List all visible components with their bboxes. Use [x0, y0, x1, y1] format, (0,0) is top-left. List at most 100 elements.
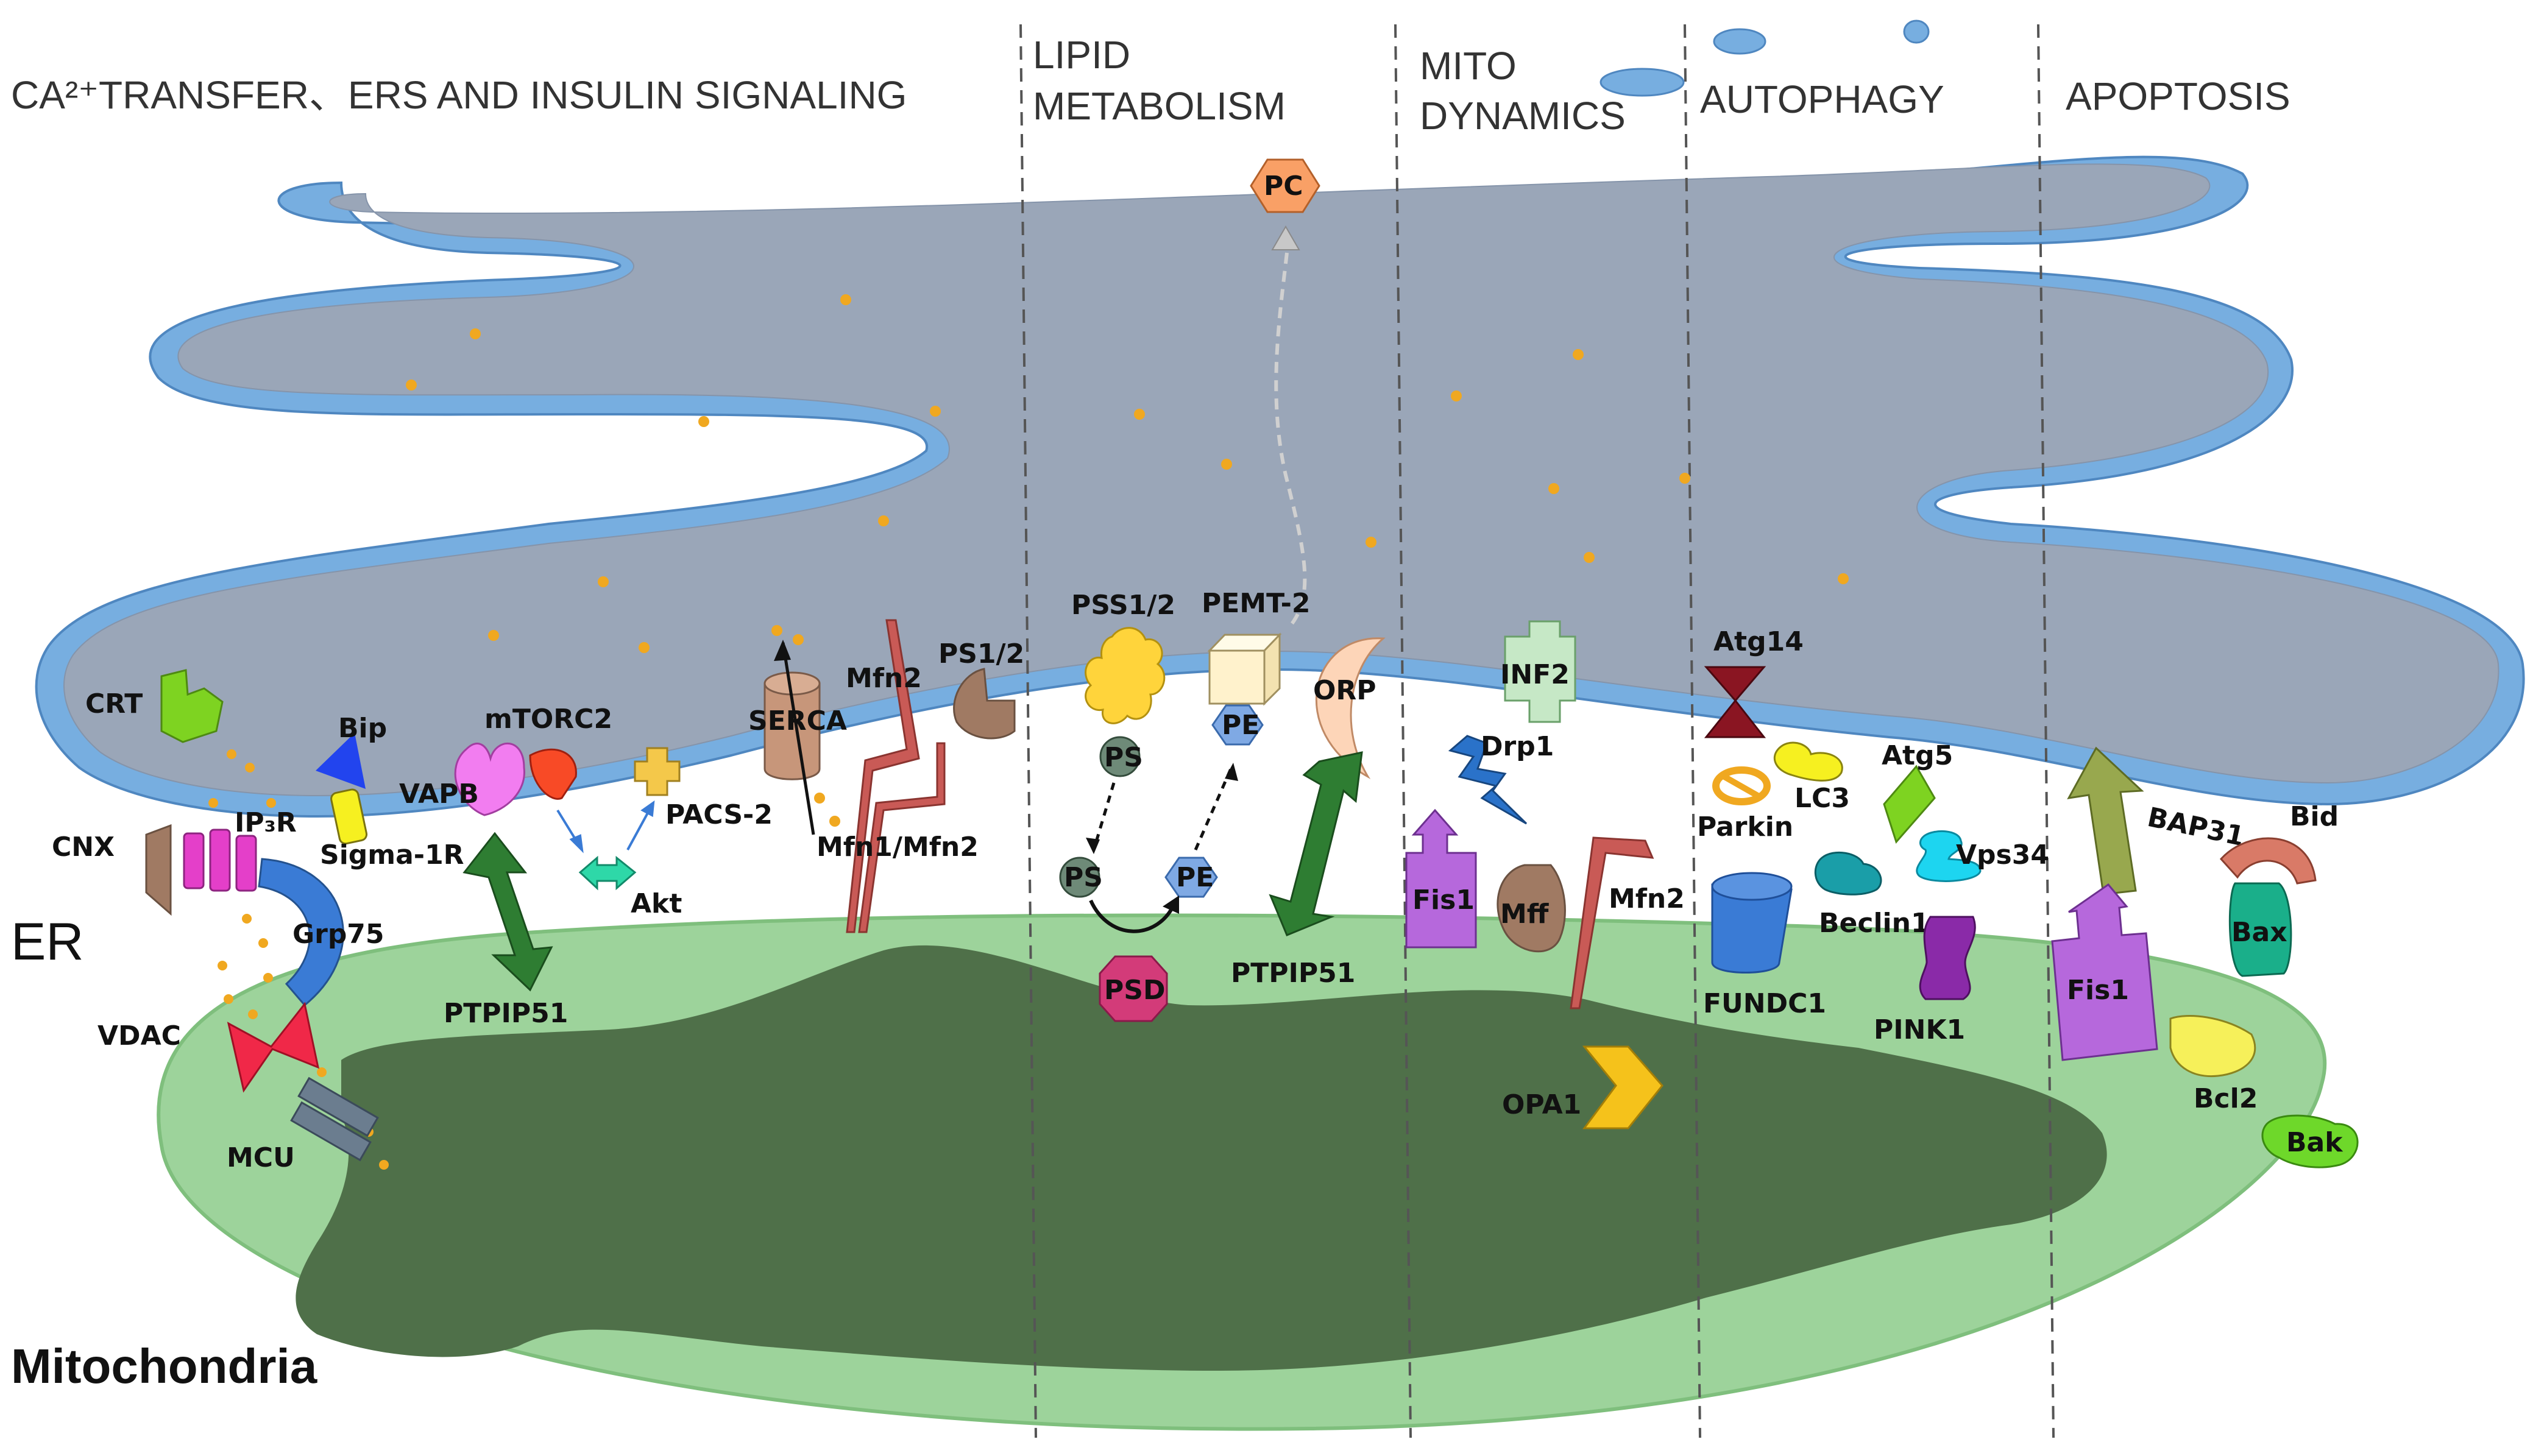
lc3-label: LC3 [1794, 783, 1850, 814]
lipid-transfer-arrows [1092, 768, 1233, 850]
cnx-label: CNX [52, 832, 115, 863]
ptpip51-label-left: PTPIP51 [444, 998, 568, 1029]
calcium-ion [317, 1067, 327, 1077]
pemt2-cube-side [1263, 632, 1281, 706]
bid-label: Bid [2290, 801, 2339, 832]
ps-to-pe-conversion-arrow [1089, 899, 1177, 933]
fis1-label-right: Fis1 [2067, 975, 2129, 1006]
header-ca-transfer: CA²⁺TRANSFER、ERS AND INSULIN SIGNALING [11, 73, 907, 117]
ps12-shape [953, 668, 1016, 740]
calcium-ion [930, 406, 941, 417]
calcium-ion [1584, 552, 1595, 563]
cnx-shape [145, 824, 172, 916]
fundc1-body [1711, 883, 1793, 974]
calcium-ion [639, 642, 650, 653]
bip-shape [316, 733, 366, 789]
mfn2-mito-zigzag [858, 742, 946, 933]
bcl2-shape [2169, 1015, 2256, 1078]
pe-er-label: PE [1222, 710, 1259, 741]
separator-4 [2037, 24, 2055, 1438]
vesicle [1903, 19, 1930, 44]
header-apoptosis: APOPTOSIS [2066, 74, 2290, 118]
calcium-ion [1548, 483, 1559, 494]
mcu-subunit [297, 1076, 379, 1137]
opa1-chevron [1582, 1045, 1663, 1129]
mcu-subunit [290, 1101, 372, 1162]
mtorc2-label: mTORC2 [484, 704, 612, 735]
calcium-ion [598, 576, 609, 587]
crt-label: CRT [85, 688, 143, 719]
calcium-ion [1134, 409, 1145, 420]
ip3r-receptor [183, 829, 257, 892]
er-lumen [63, 163, 2499, 797]
pe-mito-label: PE [1176, 862, 1214, 893]
ip3r-subunit [209, 829, 231, 892]
calcium-ion [248, 1009, 258, 1019]
psd-octagon [1099, 955, 1168, 1022]
sigma1r-label: Sigma-1R [320, 839, 464, 871]
atg14-hourglass [1704, 666, 1766, 738]
pe-mito-node [1164, 857, 1218, 898]
bax-shape [2228, 882, 2292, 977]
beclin1-label: Beclin1 [1819, 908, 1930, 939]
ps-er-node [1099, 736, 1141, 777]
arrowhead [1086, 838, 1100, 854]
parkin-bar [1723, 774, 1762, 800]
calcium-ion [218, 961, 227, 970]
pss12-cloud [1085, 627, 1166, 724]
mito-dynamics-section: INF2 Drp1 Fis1 Mff Mfn2 OPA1 [1405, 620, 1685, 1129]
serca-pump [763, 671, 821, 780]
vps34-label: Vps34 [1956, 839, 2049, 871]
calcium-ion [208, 798, 218, 808]
pc-hexagon [1250, 158, 1320, 213]
bak-label: Bak [2286, 1127, 2343, 1158]
bak-shape [2261, 1114, 2359, 1168]
lipid-metabolism-section: PC PSS1/2 PS PEMT-2 PE PS PE [1059, 158, 1386, 1022]
fundc1-cylinder [1711, 872, 1793, 974]
mfn2-er-zigzag [846, 619, 920, 933]
calcium-ion [227, 749, 236, 759]
pe-transfer-arrow [1194, 768, 1233, 850]
pemt2-cube-front [1208, 649, 1266, 705]
calcium-ion [470, 328, 481, 339]
separator-2 [1394, 24, 1412, 1438]
pink1-shape [1919, 916, 1976, 1000]
inf2-label: INF2 [1500, 659, 1570, 690]
bap31-label: BAP31 [2145, 802, 2247, 852]
fundc1-label: FUNDC1 [1703, 988, 1826, 1019]
endoplasmic-reticulum [35, 155, 2525, 818]
akt-label: Akt [631, 888, 682, 919]
mitochondrion-matrix [296, 945, 2107, 1371]
mff-shape [1497, 864, 1566, 953]
er-label: ER [11, 913, 83, 971]
mfn2-label-right: Mfn2 [1609, 883, 1685, 914]
beclin1-shape [1814, 851, 1882, 896]
pc-label: PC [1264, 171, 1303, 202]
calcium-ion [1679, 473, 1690, 484]
arrowhead [774, 640, 791, 661]
ip3r-subunit [235, 835, 257, 892]
calcium-ion [263, 973, 273, 983]
calcium-ion [698, 416, 709, 427]
header-lipid-line2: METABOLISM [1033, 84, 1286, 128]
header-autophagy: AUTOPHAGY [1700, 77, 1944, 121]
drp1-lightning [1448, 735, 1528, 825]
calcium-ion [1838, 573, 1849, 584]
separator-1 [1019, 24, 1037, 1438]
drp1-label: Drp1 [1481, 731, 1554, 762]
grp75-label: Grp75 [292, 919, 384, 950]
ps-transfer-arrow [1092, 782, 1116, 850]
pemt2-label: PEMT-2 [1202, 588, 1311, 619]
atg5-diamond [1883, 765, 1936, 844]
header-mito-line1: MITO [1420, 44, 1517, 88]
ip3r-subunit [183, 832, 205, 889]
mfn2-zigzag-right [1570, 836, 1654, 1009]
crt-shape [160, 669, 224, 743]
fis1-label-left: Fis1 [1412, 885, 1475, 916]
fundc1-top [1711, 872, 1793, 901]
calcium-ion [829, 816, 840, 827]
ptpip51-double-arrow-right [1269, 751, 1363, 936]
pacs2-shape [634, 747, 681, 796]
bap31-arrow [2067, 746, 2144, 896]
opa1-label: OPA1 [1502, 1089, 1581, 1120]
